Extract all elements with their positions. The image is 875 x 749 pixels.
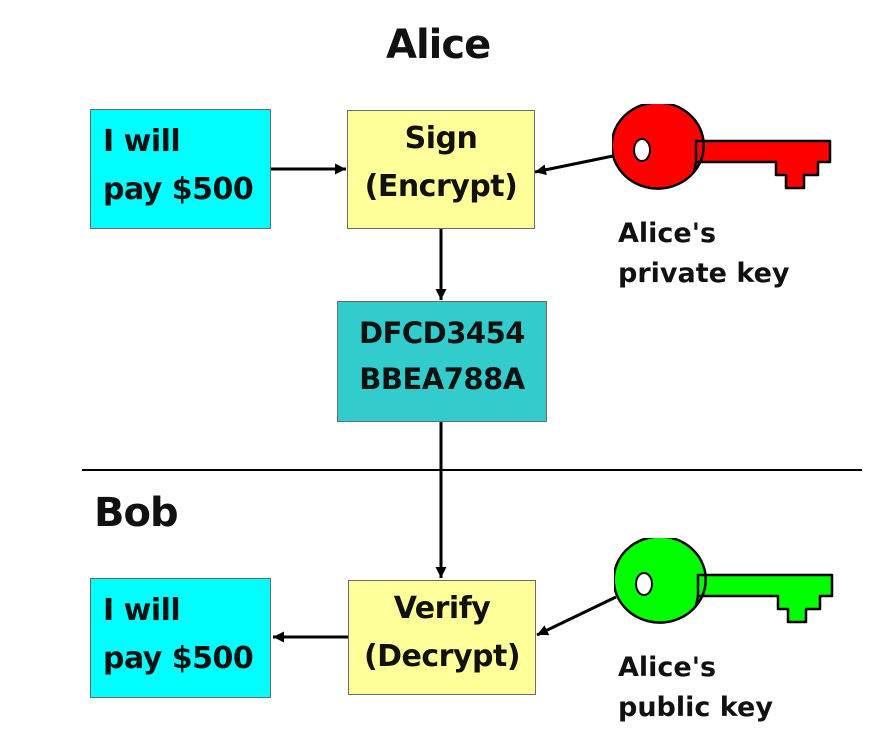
signature-box: DFCD3454 BBEA788A (337, 301, 547, 422)
alice-message-line-2: pay $500 (103, 172, 254, 207)
alice-message-line-1: I will (103, 124, 181, 159)
party-label-alice: Alice (386, 22, 491, 68)
arrow-public-key-to-verify (536, 595, 617, 637)
private-key-label: Alice's private key (618, 214, 789, 294)
private-key-label-line-1: Alice's (618, 218, 717, 249)
public-key-label-line-1: Alice's (618, 652, 717, 683)
sign-label: Sign (404, 121, 478, 156)
bob-message-line-2: pay $500 (103, 641, 254, 676)
bob-message-box: I will pay $500 (90, 578, 271, 698)
alice-message-box: I will pay $500 (90, 109, 271, 229)
signature-line-1: DFCD3454 (359, 316, 525, 350)
encrypt-label: (Encrypt) (364, 169, 518, 204)
signature-line-2: BBEA788A (359, 362, 525, 396)
green-key-icon (614, 538, 834, 624)
public-key-label: Alice's public key (618, 648, 773, 728)
bob-message-line-1: I will (103, 593, 181, 628)
decrypt-label: (Decrypt) (363, 639, 521, 674)
party-label-bob: Bob (94, 490, 179, 536)
sign-box: Sign (Encrypt) (347, 110, 535, 229)
verify-label: Verify (393, 591, 491, 626)
verify-box: Verify (Decrypt) (348, 580, 536, 695)
arrow-private-key-to-sign (534, 154, 614, 176)
public-key-label-line-2: public key (618, 692, 773, 723)
private-key-label-line-2: private key (618, 258, 790, 289)
red-key-icon (612, 104, 832, 190)
